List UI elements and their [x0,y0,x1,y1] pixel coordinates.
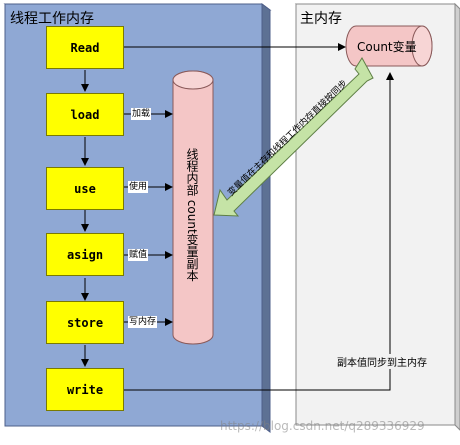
use-side-label: 使用 [128,181,149,193]
main-memory-title: 主内存 [300,11,342,27]
use-step-label: use [74,181,96,196]
store-step: store [46,301,124,344]
sync-back-label: 副本值同步到主内存 [337,354,427,369]
store-step-label: store [66,315,104,330]
load-step-label: load [70,107,100,122]
thread-memory-title: 线程工作内存 [10,11,94,27]
use-step: use [46,167,124,210]
asign-step-label: asign [66,247,104,262]
count-variable-label: Count变量 [357,40,417,54]
sync-double-arrow [213,57,374,217]
asign-side-label: 赋值 [128,249,149,261]
write-step-label: write [66,382,104,397]
store-side-label: 写内存 [128,316,158,328]
load-step: load [46,93,124,136]
thread-copy-cylinder [172,70,214,345]
write-step: write [46,368,124,411]
watermark: https://blog.csdn.net/q289336929 [220,419,425,433]
thread-memory-panel [3,3,272,433]
load-side-label: 加载 [131,108,152,120]
read-step-label: Read [70,40,100,55]
write-to-main-arrow [124,72,394,391]
read-step: Read [46,26,124,69]
thread-copy-label: 线程内部 count变量副本 [185,148,199,282]
count-variable-cylinder [345,25,433,67]
asign-step: asign [46,233,124,276]
